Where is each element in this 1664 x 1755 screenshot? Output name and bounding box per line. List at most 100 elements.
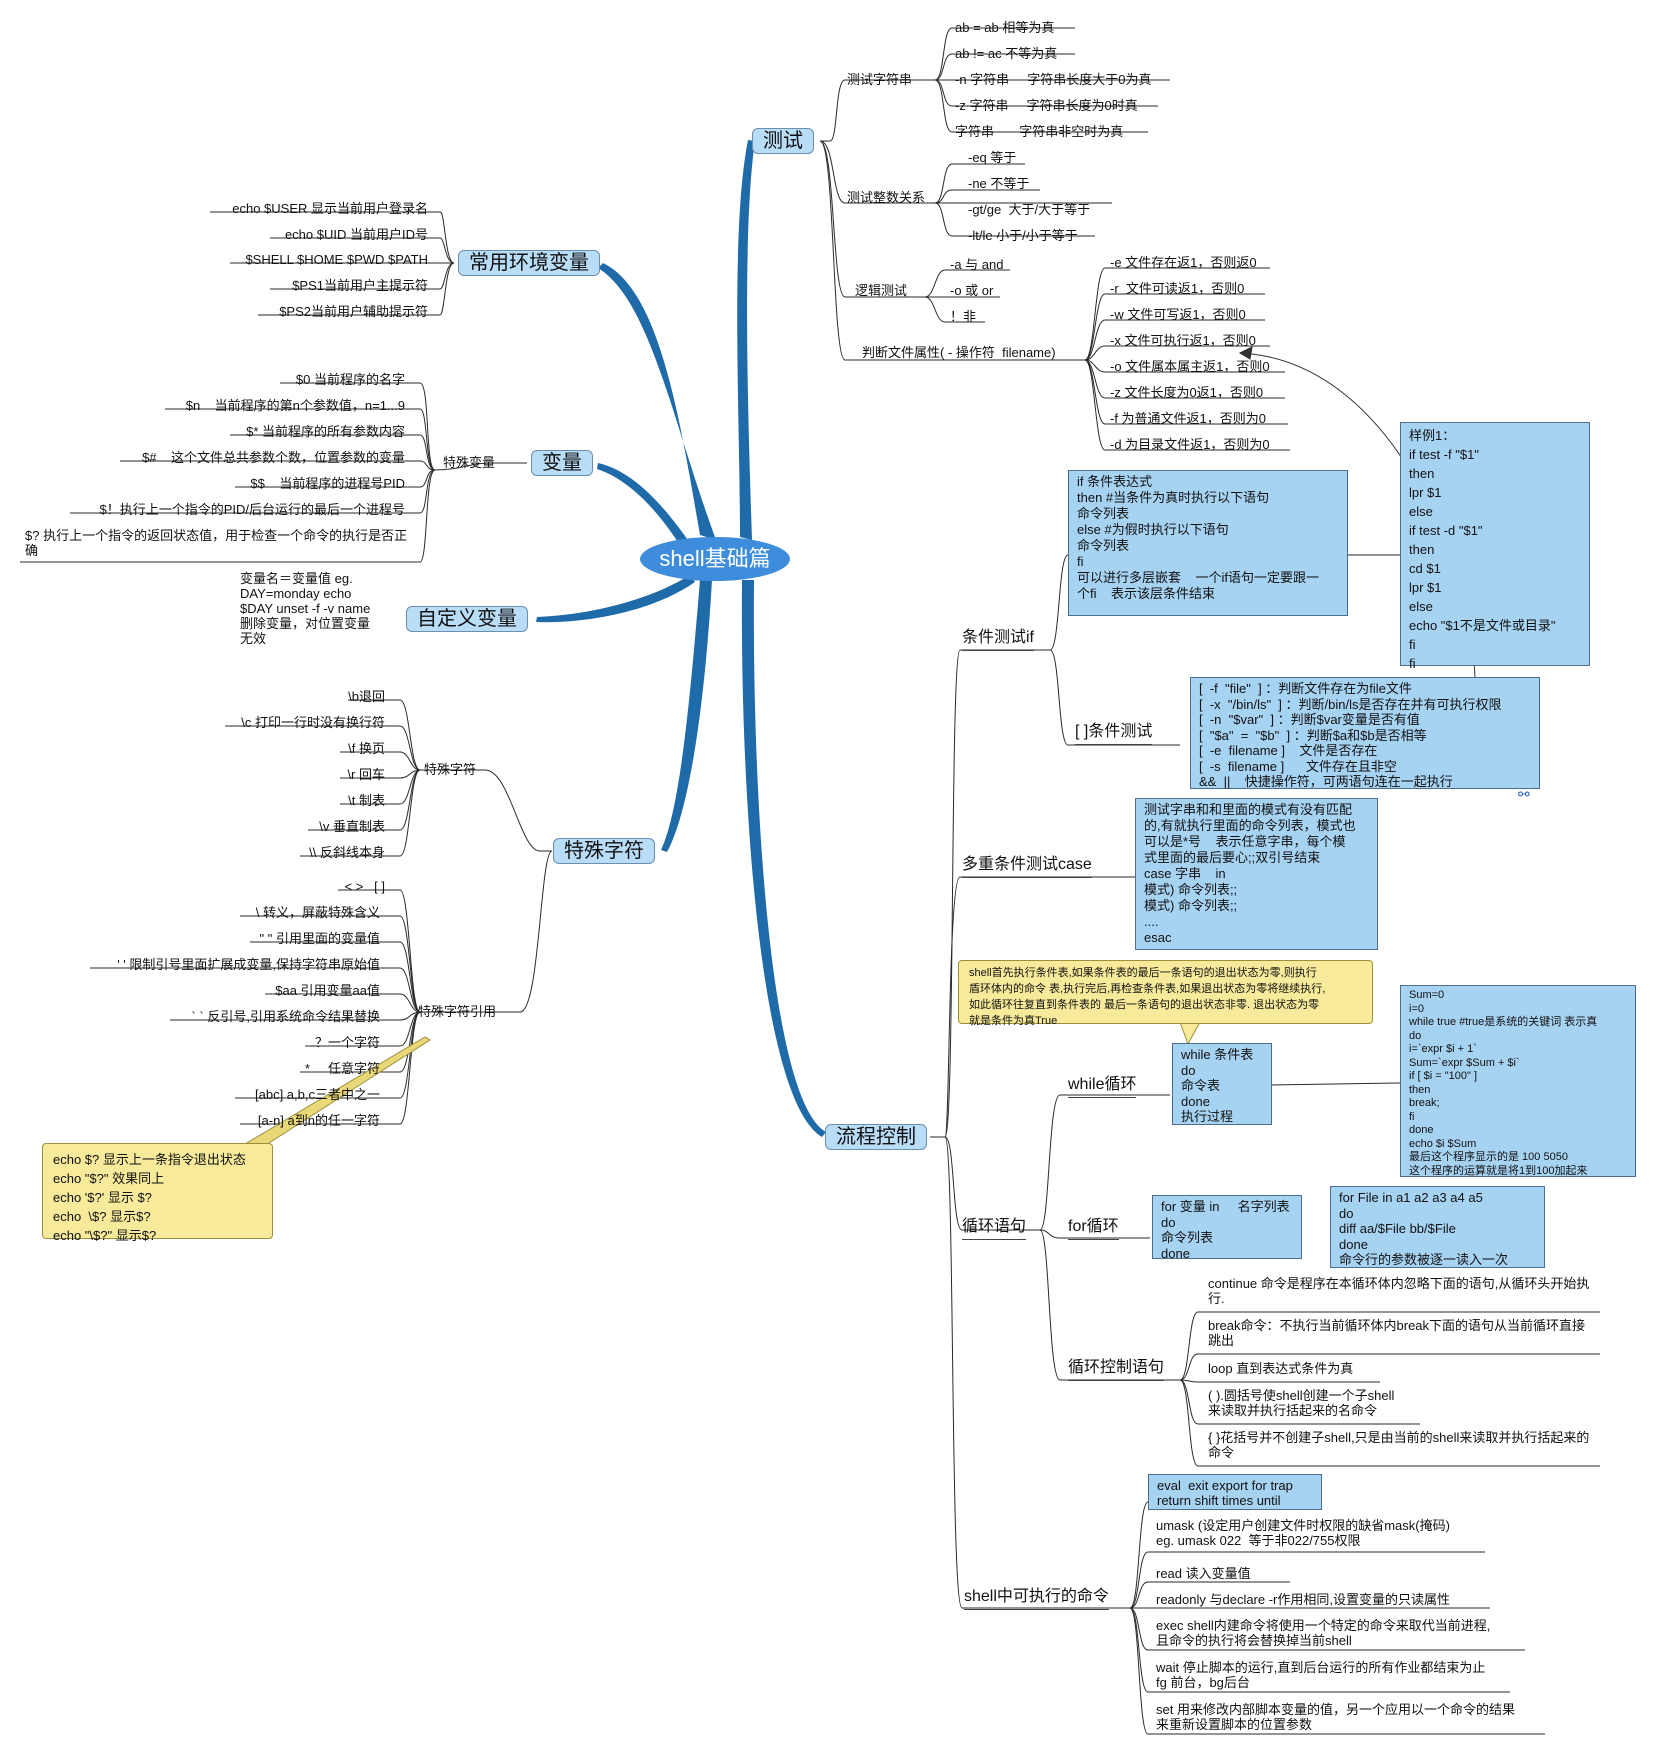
cmd-wait: wait 停止脚本的运行,直到后台运行的所有作业都结束为止 fg 前台，bg后台: [1156, 1660, 1486, 1690]
test-file-6: -z 文件长度为0返1，否则0: [1110, 385, 1264, 400]
env-item-3: $SHELL $HOME $PWD $PATH: [245, 252, 428, 267]
test-file-1: -e 文件存在返1，否则返0: [1110, 255, 1257, 270]
quote-item-2: \ 转义，屏蔽特殊含义: [255, 905, 380, 920]
test-file-2: -r 文件可读返1，否则0: [1110, 281, 1245, 296]
branch-to-flow: [741, 580, 826, 1137]
test-file-7: -f 为普通文件返1，否则为0: [1110, 411, 1267, 426]
while-loop-label[interactable]: while循环: [1068, 1075, 1137, 1098]
quote-item-4: ' ' 限制引号里面扩展成变量,保持字符串原始值: [117, 957, 380, 972]
vars-item-5: $$ 当前程序的进程号PID: [250, 476, 405, 491]
vars-item-4: $# 这个文件总共参数个数，位置参数的变量: [142, 450, 405, 465]
test-int-1: -eq 等于: [968, 150, 1017, 165]
test-logic-2: -o 或 or: [950, 283, 994, 298]
cmds-builtin-box: eval exit export for trap return shift t…: [1148, 1474, 1322, 1510]
loop-ctrl-brace: { }花括号并不创建子shell,只是由当前的shell来读取并执行括起来的命令: [1208, 1430, 1590, 1460]
test-string-2: ab != ac 不等为真: [955, 46, 1058, 61]
test-string-5: 字符串 字符串非空时为真: [955, 124, 1124, 139]
for-example-box: for File in a1 a2 a3 a4 a5 do diff aa/$F…: [1330, 1186, 1545, 1268]
env-item-5: $PS2当前用户辅助提示符: [279, 304, 428, 319]
special-char-5: \t 制表: [348, 793, 385, 808]
bracket-test-label[interactable]: [ ]条件测试: [1075, 722, 1153, 745]
while-explain-note: shell首先执行条件表,如果条件表的最后一条语句的退出状态为零,则执行 盾环体…: [958, 960, 1373, 1027]
vars-item-7: $? 执行上一个指令的返回状态值，用于检查一个命令的执行是否正确: [25, 528, 408, 558]
topic-vars[interactable]: 变量: [531, 450, 593, 476]
test-sub-string: 测试字符串: [847, 72, 913, 87]
test-int-2: -ne 不等于: [968, 176, 1030, 191]
topic-env-vars[interactable]: 常用环境变量: [458, 250, 600, 276]
while-example-box: Sum=0 i=0 while true #true是系统的关键词 表示真 do…: [1400, 985, 1636, 1177]
special-char-7: \\ 反斜线本身: [309, 845, 385, 860]
special-char-1: \b退回: [348, 689, 385, 704]
special-char-3: \f 换页: [348, 741, 385, 756]
cmd-read: read 读入变量值: [1156, 1566, 1251, 1581]
test-logic-3: ！非: [950, 309, 977, 324]
topic-special-chars[interactable]: 特殊字符: [553, 838, 655, 864]
echo-status-note: echo $? 显示上一条指令退出状态 echo "$?" 效果同上 echo …: [42, 1143, 273, 1243]
main-branches: [536, 140, 826, 1137]
link-icon[interactable]: ⚯: [1518, 786, 1530, 802]
test-logic-1: -a 与 and: [950, 257, 1004, 272]
vars-item-6: $！执行上一个指令的PID/后台运行的最后一个进程号: [99, 502, 405, 517]
center-topic[interactable]: shell基础篇: [640, 537, 790, 581]
cmd-umask: umask (设定用户创建文件时权限的缺省mask(掩码) eg. umask …: [1156, 1518, 1450, 1548]
branch-to-test: [737, 140, 755, 540]
test-file-8: -d 为目录文件返1，否则为0: [1110, 437, 1270, 452]
branch-to-special: [661, 580, 712, 852]
custom-vars-text: 变量名＝变量值 eg. DAY=monday echo $DAY unset -…: [240, 571, 371, 646]
flow-loop-label[interactable]: 循环语句: [962, 1217, 1027, 1240]
quote-item-9: [abc] a,b,c三者中之一: [255, 1087, 380, 1102]
topic-custom-vars[interactable]: 自定义变量: [406, 606, 528, 632]
special-char-6: \v 垂直制表: [319, 819, 385, 834]
test-int-4: -lt/le 小于/小于等于: [968, 228, 1078, 243]
topic-test[interactable]: 测试: [752, 128, 814, 154]
test-string-4: -z 字符串 字符串长度为0时真: [955, 98, 1138, 113]
flow-case-label[interactable]: 多重条件测试case: [962, 855, 1092, 878]
cmd-set: set 用来修改内部脚本变量的值，另一个应用以一个命令的结果 来重新设置脚本的位…: [1156, 1702, 1515, 1732]
test-file-3: -w 文件可写返1，否则0: [1110, 307, 1246, 322]
flow-cmds-label[interactable]: shell中可执行的命令: [964, 1587, 1109, 1610]
branch-to-custom: [536, 575, 695, 623]
quote-item-8: * 任意字符: [304, 1061, 380, 1076]
test-file-4: -x 文件可执行返1，否则0: [1110, 333, 1256, 348]
for-syntax-box: for 变量 in 名字列表 do 命令列表 done: [1152, 1195, 1302, 1261]
if-example-box: 样例1： if test -f "$1" then lpr $1 else if…: [1400, 422, 1590, 671]
while-syntax-box: while 条件表 do 命令表 done 执行过程: [1172, 1043, 1272, 1125]
vars-item-1: $0 当前程序的名字: [295, 372, 405, 387]
test-sub-int: 测试整数关系: [847, 190, 926, 205]
cmd-readonly: readonly 与declare -r作用相同,设置变量的只读属性: [1156, 1592, 1450, 1607]
test-int-3: -gt/ge 大于/大于等于: [968, 202, 1091, 217]
special-sub-quotes: 特殊字符引用: [418, 1004, 497, 1019]
cmd-exec: exec shell内建命令将使用一个特定的命令来取代当前进程, 且命令的执行将…: [1156, 1618, 1491, 1648]
bracket-test-box: [ -f "file" ] ：判断文件存在为file文件 [ -x "/bin/…: [1190, 677, 1540, 789]
case-box: 测试字串和和里面的模式有没有匹配 的,有就执行里面的命令列表，模式也 可以是*号…: [1135, 798, 1378, 950]
test-string-3: -n 字符串 字符串长度大于0为真: [955, 72, 1152, 87]
env-item-2: echo $UID 当前用户ID号: [284, 227, 428, 242]
loop-control-label[interactable]: 循环控制语句: [1068, 1358, 1165, 1381]
special-sub-chars: 特殊字符: [424, 762, 477, 777]
for-loop-label[interactable]: for循环: [1068, 1217, 1119, 1240]
test-string-1: ab = ab 相等为真: [955, 20, 1055, 35]
loop-ctrl-break: break命令：不执行当前循环体内break下面的语句从当前循环直接跳出: [1208, 1318, 1586, 1348]
loop-ctrl-continue: continue 命令是程序在本循环体内忽略下面的语句,从循环头开始执行.: [1208, 1276, 1590, 1306]
vars-sub-special: 特殊变量: [443, 455, 496, 470]
branch-to-env: [598, 263, 716, 540]
loop-ctrl-loop: loop 直到表达式条件为真: [1208, 1361, 1354, 1376]
branch-to-vars: [597, 463, 690, 550]
env-item-4: $PS1当前用户主提示符: [292, 278, 428, 293]
env-item-1: echo $USER 显示当前用户登录名: [232, 201, 428, 216]
quote-item-1: < > [ ]: [344, 879, 385, 894]
flow-if-label[interactable]: 条件测试if: [962, 628, 1035, 651]
quote-item-3: " " 引用里面的变量值: [259, 931, 380, 946]
topic-flow-control[interactable]: 流程控制: [825, 1124, 927, 1150]
vars-item-2: $n 当前程序的第n个参数值，n=1...9: [185, 398, 405, 413]
vars-item-3: $* 当前程序的所有参数内容: [246, 424, 405, 439]
special-char-2: \c 打印一行时没有换行符: [241, 715, 385, 730]
loop-ctrl-paren: ( ).圆括号使shell创建一个子shell 来读取并执行括起来的名命令: [1208, 1388, 1395, 1418]
quote-item-5: $aa 引用变量aa值: [275, 983, 380, 998]
if-syntax-box: if 条件表达式 then #当条件为真时执行以下语句 命令列表 else #为…: [1068, 470, 1348, 616]
test-sub-file: 判断文件属性( - 操作符 filename): [862, 345, 1056, 360]
special-char-4: \r 回车: [347, 767, 385, 782]
test-file-5: -o 文件属本属主返1，否则0: [1110, 359, 1270, 374]
test-sub-logic: 逻辑测试: [855, 283, 908, 298]
